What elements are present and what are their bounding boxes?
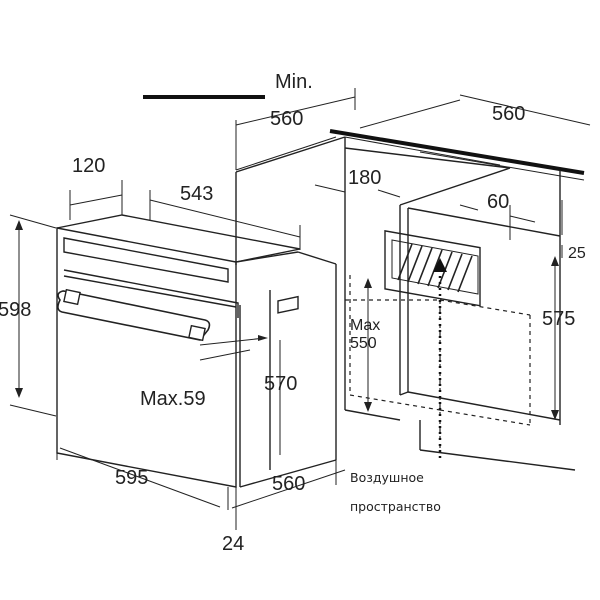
oven-width-label: 595 xyxy=(115,467,148,489)
dimension-labels: Min. 560 560 120 543 180 60 25 598 575 M… xyxy=(0,71,586,555)
max59-label: Max.59 xyxy=(140,388,206,410)
air-space-label-line1: Воздушное xyxy=(350,470,424,485)
air-space-label-line2: пространство xyxy=(350,499,441,514)
counter-width-right-label: 560 xyxy=(492,103,525,125)
oven-height-label: 598 xyxy=(0,299,31,321)
hidden-lines xyxy=(345,275,531,450)
cabinet-niche xyxy=(235,136,576,471)
countertop-left xyxy=(143,95,337,171)
vent-opening xyxy=(384,230,481,307)
oven-body xyxy=(56,214,337,488)
max-value-label: 550 xyxy=(350,335,377,352)
min-label: Min. xyxy=(275,71,313,93)
max-label: Max xyxy=(350,317,380,334)
oven-width-inner-label: 543 xyxy=(180,183,213,205)
panel-depth-label: 24 xyxy=(222,533,244,555)
counter-thickness-label: 25 xyxy=(568,245,586,262)
vent-depth-label: 60 xyxy=(487,191,509,213)
vent-offset-label: 180 xyxy=(348,167,381,189)
dimension-lines xyxy=(9,88,591,530)
inner-height-label: 570 xyxy=(264,373,297,395)
oven-handle xyxy=(57,288,211,342)
niche-width-top-label: 560 xyxy=(270,108,303,130)
niche-height-right-label: 575 xyxy=(542,308,575,330)
oven-depth-top-label: 120 xyxy=(72,155,105,177)
oven-depth-bottom-label: 560 xyxy=(272,473,305,495)
countertop-right xyxy=(329,129,585,181)
airflow-arrow xyxy=(433,258,447,460)
